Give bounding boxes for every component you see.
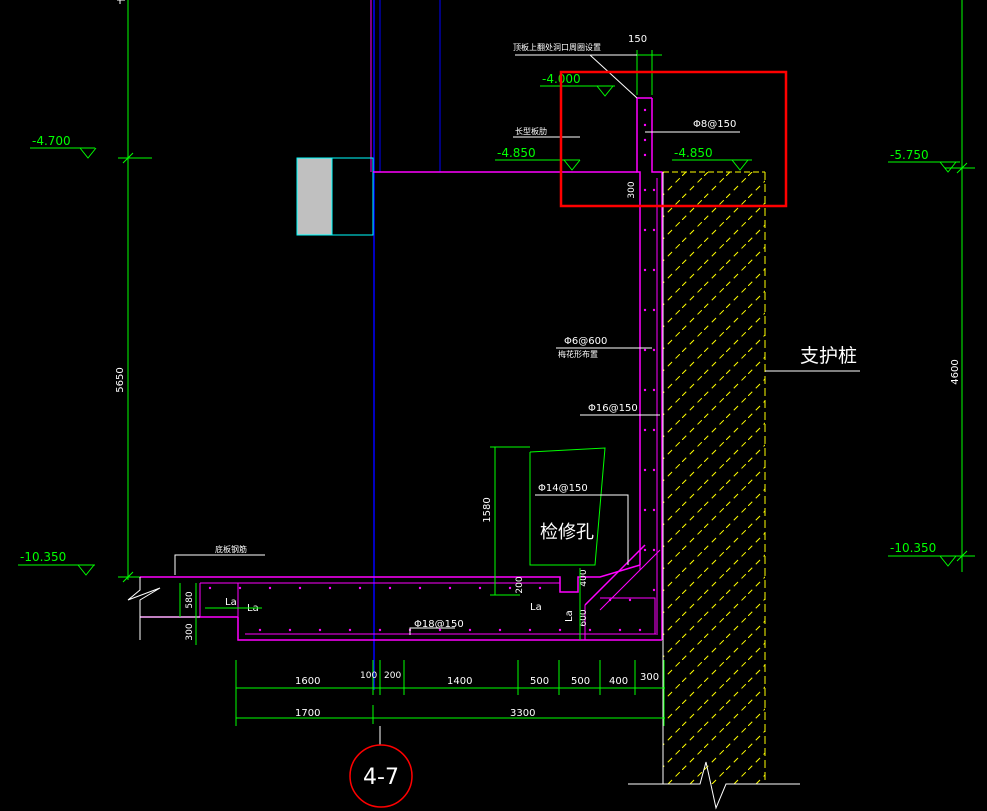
dim-200-hole: 200 [515,576,525,593]
dim-4600: 4600 [950,359,961,384]
dim-600-hole: 600 [579,609,589,626]
bar-tie-sub: 梅花形布置 [558,349,598,359]
dim-580: 580 [185,591,195,608]
dim-400-hole: 400 [579,569,589,586]
elev-right-top: -5.750 [890,148,929,162]
la-1: La [225,597,237,608]
note-base: 底板钢筋 [215,544,247,554]
dim-150: 150 [628,34,647,45]
dim-b1600: 1600 [295,676,320,687]
bar-hole: Φ14@150 [538,483,588,494]
dim-b100: 100 [360,671,377,681]
dim-b400: 400 [609,676,628,687]
break-line-left [127,577,161,640]
bar-tie: Φ6@600 [564,336,607,347]
dim-b500a: 500 [530,676,549,687]
dim-1580: 1580 [482,497,493,522]
base-slab-outline [140,564,641,593]
wall-rebar-dots [643,108,656,592]
hole-label: 检修孔 [540,522,594,543]
elev-left-top: -4.700 [32,134,71,148]
la-3: La [530,602,542,613]
dim-c1700: 1700 [295,708,320,719]
bar-top: Φ8@150 [693,119,736,130]
dim-300-slab: 300 [627,181,637,198]
note-beam: 长型板肋 [515,126,547,136]
highlight-box [559,70,788,208]
elev-left-bottom: -10.350 [20,550,66,564]
elev-slab-left: -4.850 [497,146,536,160]
la-4: La [564,610,575,622]
section-tag-circle [349,744,413,808]
break-line-bottom [628,761,800,810]
hole-outline [529,447,606,566]
base-rebar-dots [208,586,642,632]
dim-b500b: 500 [571,676,590,687]
elev-slab-right: -4.850 [674,146,713,160]
elev-right-bottom: -10.350 [890,541,936,555]
pile-label: 支护桩 [800,345,857,367]
section-tag: 4-7 [363,765,399,790]
dim-b200: 200 [384,671,401,681]
note-top: 顶板上翻处洞口周圈设置 [513,42,601,52]
dim-300-left: 300 [185,623,195,640]
dim-5650: 5650 [115,367,126,392]
dim-b1400: 1400 [447,676,472,687]
dim-b300: 300 [640,672,659,683]
bar-base: Φ18@150 [414,619,464,630]
bar-wall: Φ16@150 [588,403,638,414]
column-section [296,157,333,236]
support-pile [663,172,765,784]
dim-c3300: 3300 [510,708,535,719]
